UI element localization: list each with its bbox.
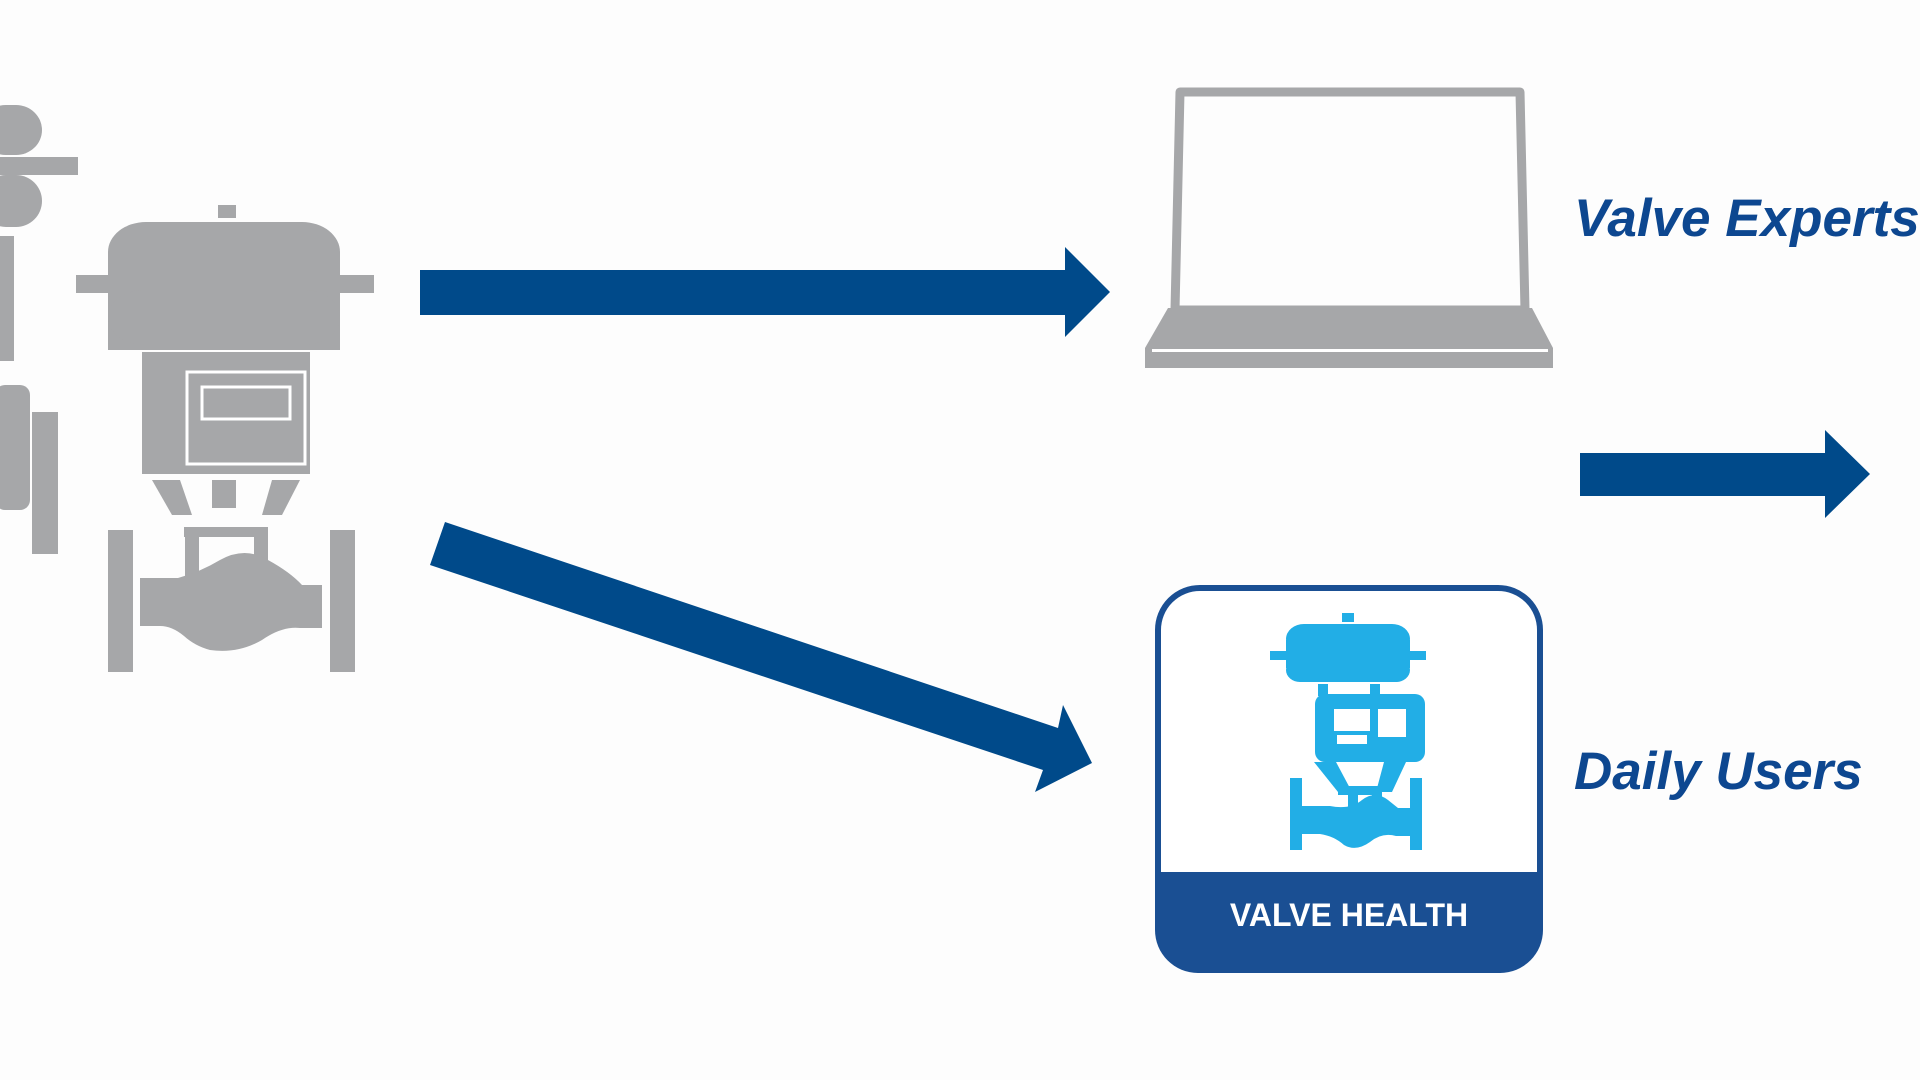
valve-health-icon bbox=[1270, 613, 1426, 850]
label-daily-users: Daily Users bbox=[1574, 742, 1863, 801]
arrow-to-valve-health bbox=[430, 522, 1092, 792]
valve-front-icon bbox=[76, 205, 374, 672]
laptop-icon bbox=[1145, 87, 1553, 368]
valve-health-badge: VALVE HEALTH bbox=[1155, 585, 1543, 973]
arrow-to-laptop bbox=[420, 247, 1110, 337]
arrow-output bbox=[1580, 430, 1870, 518]
label-valve-experts: Valve Experts bbox=[1574, 189, 1920, 248]
badge-title: VALVE HEALTH bbox=[1230, 897, 1468, 933]
valve-back-icon bbox=[0, 105, 78, 554]
